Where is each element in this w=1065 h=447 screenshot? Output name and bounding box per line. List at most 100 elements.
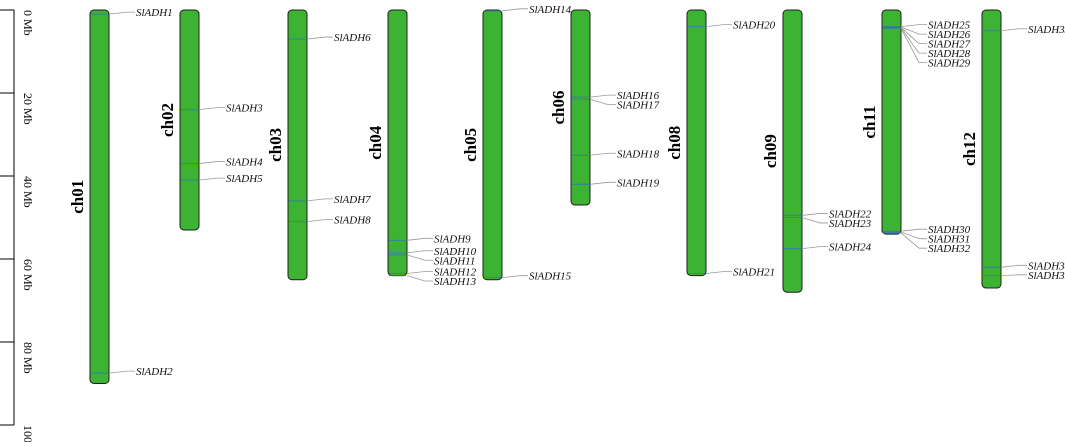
gene-leader-line <box>705 271 732 274</box>
gene-label[interactable]: SlADH3 <box>226 103 263 115</box>
gene-leader-line <box>900 231 927 240</box>
scale-tick-label: 80 Mb <box>21 342 35 374</box>
gene-leader-line <box>589 181 616 185</box>
chromosome-label: ch02 <box>158 103 177 137</box>
scale-tick-label: 40 Mb <box>21 176 35 208</box>
gene-label[interactable]: SlADH6 <box>334 32 371 44</box>
chromosome-bar[interactable] <box>387 9 408 277</box>
gene-label[interactable]: SlADH9 <box>434 233 471 245</box>
gene-label[interactable]: SlADH22 <box>829 208 872 220</box>
chromosome-bar[interactable] <box>686 9 707 277</box>
gene-leader-line <box>589 98 616 106</box>
gene-label[interactable]: SlADH18 <box>617 148 660 160</box>
gene-label[interactable]: SlADH7 <box>334 194 371 206</box>
gene-label[interactable]: SlADH8 <box>334 215 371 227</box>
gene-label[interactable]: SlADH34 <box>1028 260 1065 272</box>
chromosome-label: ch08 <box>665 126 684 160</box>
gene-leader-line <box>198 177 225 181</box>
gene-leader-line <box>406 275 433 282</box>
gene-leader-line <box>900 232 927 249</box>
gene-leader-line <box>406 254 433 261</box>
chromosome-label: ch01 <box>68 180 87 214</box>
gene-label[interactable]: SlADH20 <box>733 20 776 32</box>
chromosome-bar[interactable] <box>89 9 110 384</box>
gene-leader-line <box>406 250 433 254</box>
gene-leader-line <box>900 27 927 44</box>
gene-label[interactable]: SlADH31 <box>928 234 970 246</box>
gene-label[interactable]: SlADH12 <box>434 267 477 279</box>
chromosome-bar[interactable] <box>482 9 503 281</box>
gene-leader-line <box>306 219 333 223</box>
gene-label[interactable]: SlADH10 <box>434 246 477 258</box>
chromosome-label: ch05 <box>461 128 480 162</box>
gene-leader-line <box>198 107 225 110</box>
chromosome-label: ch12 <box>960 132 979 166</box>
chromosome-bar[interactable] <box>287 9 308 281</box>
gene-leader-line <box>406 271 433 274</box>
gene-label[interactable]: SlADH14 <box>529 4 572 16</box>
gene-label[interactable]: SlADH2 <box>136 366 173 378</box>
gene-label[interactable]: SlADH26 <box>928 29 971 41</box>
scale-tick-label: 0 Mb <box>21 10 35 36</box>
gene-label[interactable]: SlADH32 <box>928 243 971 255</box>
chromosome-bar[interactable] <box>981 9 1002 289</box>
gene-leader-line <box>801 217 828 224</box>
gene-label[interactable]: SlADH1 <box>136 7 173 19</box>
chromosome-label: ch11 <box>860 106 879 139</box>
gene-label[interactable]: SlADH13 <box>434 276 477 288</box>
gene-leader-line <box>900 26 927 35</box>
gene-label[interactable]: SlADH5 <box>226 173 263 185</box>
chromosome-ch11: ch11 SlADH25SlADH26SlADH27SlADH28SlADH29S… <box>860 9 971 255</box>
gene-leader-line <box>1000 274 1027 276</box>
gene-leader-line <box>900 24 927 27</box>
gene-label[interactable]: SlADH19 <box>617 177 660 189</box>
gene-leader-line <box>801 246 828 250</box>
gene-leader-line <box>900 27 927 54</box>
gene-leader-line <box>306 198 333 202</box>
gene-leader-line <box>900 228 927 232</box>
gene-label[interactable]: SlADH24 <box>829 242 872 254</box>
gene-leader-line <box>108 370 135 374</box>
gene-label[interactable]: SlADH27 <box>928 39 971 51</box>
gene-label[interactable]: SlADH28 <box>928 48 971 60</box>
gene-leader-line <box>589 94 616 98</box>
gene-leader-line <box>306 36 333 40</box>
gene-label[interactable]: SlADH23 <box>829 218 872 230</box>
gene-label[interactable]: SlADH21 <box>733 267 775 279</box>
chromosome-bar[interactable] <box>881 9 902 235</box>
gene-label[interactable]: SlADH15 <box>529 271 572 283</box>
gene-label[interactable]: SlADH30 <box>928 224 971 236</box>
gene-label[interactable]: SlADH16 <box>617 90 660 102</box>
gene-label[interactable]: SlADH17 <box>617 100 660 112</box>
scale-tick-label: 100 Mb <box>21 425 35 442</box>
gene-label[interactable]: SlADH11 <box>434 255 475 267</box>
chromosome-label: ch03 <box>266 128 285 162</box>
gene-label[interactable]: SlADH25 <box>928 20 971 32</box>
gene-label[interactable]: SlADH29 <box>928 58 971 70</box>
chromosome-ch12: ch12 SlADH33SlADH34SlADH35 <box>960 9 1065 289</box>
gene-leader-line <box>705 24 732 27</box>
gene-label[interactable]: SlADH33 <box>1028 24 1065 36</box>
gene-leader-line <box>501 8 528 12</box>
chromosome-bar[interactable] <box>782 9 803 293</box>
chromosome-bar[interactable] <box>179 9 200 231</box>
gene-leader-line <box>1000 28 1027 32</box>
gene-label[interactable]: SlADH35 <box>1028 270 1065 282</box>
chromosome-bar[interactable] <box>570 9 591 206</box>
gene-leader-line <box>406 237 433 241</box>
chromosome-label: ch04 <box>366 125 385 160</box>
gene-label[interactable]: SlADH4 <box>226 157 263 169</box>
scale-tick-label: 60 Mb <box>21 259 35 291</box>
